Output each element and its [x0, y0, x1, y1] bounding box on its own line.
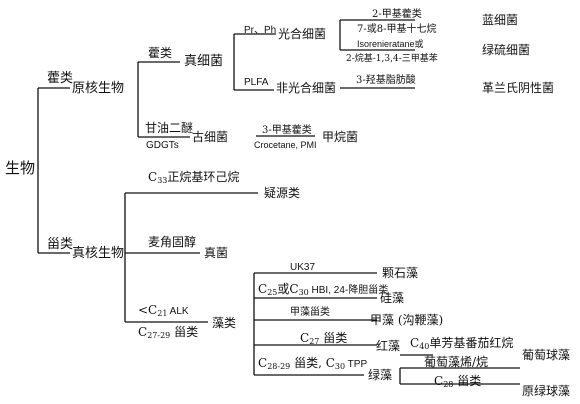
botryococcus-node: 葡萄球藻 [522, 348, 571, 362]
red-algae-marker-c27-steranes: C27 甾类 [300, 331, 348, 346]
green-algae-node: 绿藻 [368, 368, 393, 382]
photosynthetic-marker-pr-ph: Pr、Ph [244, 25, 277, 36]
nonphotosynthetic-bacteria-node: 非光合细菌 [276, 81, 337, 95]
green-sulfur-bacteria-node: 绿硫细菌 [482, 43, 531, 57]
gram-negative-bacteria-node: 革兰氏阴性菌 [482, 81, 555, 95]
red-algae-node: 红藻 [376, 339, 401, 353]
algae-marker-steranes: C27-29 甾类 [138, 325, 199, 340]
root-node-organisms: 生物 [5, 159, 36, 177]
acritarch-marker-cyclohexane: C33正烷基环己烷 [148, 170, 240, 185]
coccolithophore-node: 颗石藻 [382, 266, 419, 280]
prasinophyte-marker-c28-steranes: C28 甾类 [434, 374, 482, 389]
algae-node: 藻类 [212, 316, 237, 330]
cyanobacteria-marker-2-methylhopanes: 2-甲基藿类 [372, 9, 422, 20]
fungi-node: 真菌 [204, 246, 229, 260]
diatom-node: 硅藻 [380, 291, 405, 305]
eubacteria-marker-hopanes: 藿类 [148, 46, 173, 60]
cyanobacteria-node: 蓝细菌 [482, 13, 519, 27]
coccolithophore-marker-uk37: UK37 [290, 262, 316, 273]
algae-marker-alk: <C21 ALK [138, 303, 189, 318]
methanogen-marker-crocetane-pmi: Crocetane, PMI [254, 140, 317, 150]
nonphotosynthetic-marker-plfa: PLFA [244, 77, 269, 88]
prokaryote-marker-hopanes: 藿类 [47, 71, 74, 86]
photosynthetic-bacteria-node: 光合细菌 [278, 27, 327, 41]
gram-negative-marker-hydroxy-fatty-acids: 3-羟基脂肪酸 [356, 75, 416, 86]
archaea-marker-gdgts: GDGTs [146, 140, 179, 151]
eukaryote-node: 真核生物 [72, 246, 125, 261]
archaea-node: 古细菌 [192, 130, 229, 144]
green-algae-marker-steranes-tpp: C28-29 甾类, C30 TPP [258, 356, 368, 371]
dinoflagellate-marker-dinosteranes: 甲藻甾类 [290, 307, 330, 318]
prokaryote-node: 原核生物 [72, 81, 125, 96]
acritarch-node: 疑源类 [264, 186, 301, 200]
eukaryote-marker-steranes: 甾类 [47, 237, 74, 252]
archaea-marker-glycerol-diethers: 甘油二醚 [145, 121, 194, 135]
prasinophyte-node: 原绿球藻 [522, 384, 571, 398]
red-algae-marker-lycopane: C40单芳基番茄红烷 [410, 336, 514, 351]
cyanobacteria-marker-heptadecane: 7-或8-甲基十七烷 [357, 24, 437, 35]
botryococcus-marker-botryococcane: 葡萄藻烯/烷 [424, 355, 489, 369]
methanogen-marker-3-methylhopanes: 3-甲基藿类 [262, 125, 312, 136]
green-sulfur-marker-isorenieratane: Isorenieratane或 [357, 39, 424, 49]
green-sulfur-marker-trimethylbenzene: 2-烷基-1,3,4-三甲基苯 [346, 54, 438, 64]
diatom-marker-hbi: C25或C30 HBI, 24-降胆甾类 [258, 282, 389, 297]
methanogen-node: 甲烷菌 [322, 130, 359, 144]
fungi-marker-ergosterol: 麦角固醇 [148, 235, 197, 249]
eubacteria-node: 真细菌 [184, 54, 224, 69]
dinoflagellate-node: 甲藻 (沟鞭藻) [370, 313, 444, 327]
